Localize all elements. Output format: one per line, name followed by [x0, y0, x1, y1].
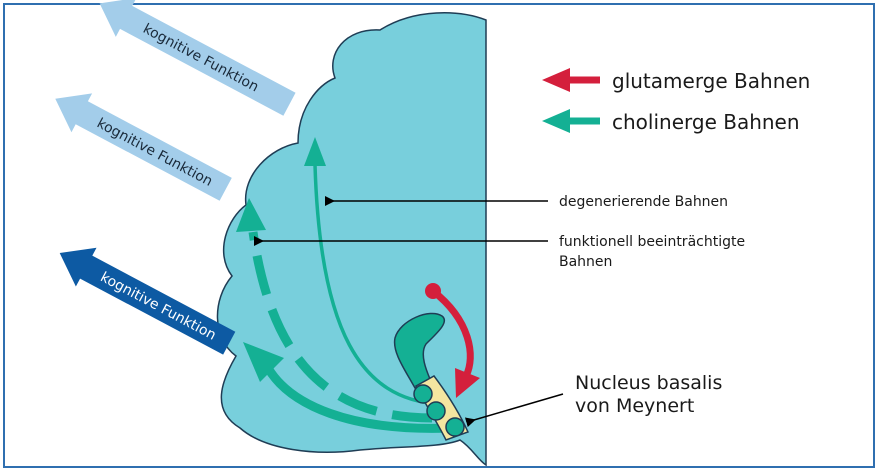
callout-nucleus-label-line1: Nucleus basalis [575, 372, 722, 394]
callout-impaired-label-line2: Bahnen [559, 254, 612, 270]
callout-impaired-label-line1: funktionell beeinträchtigte [559, 234, 745, 250]
neuron-cell-2 [427, 402, 445, 420]
neuron-cell-3 [446, 418, 464, 436]
legend-glutamatergic-label: glutamerge Bahnen [612, 69, 810, 93]
neuron-cell-1 [414, 385, 432, 403]
callout-nucleus-label-line2: von Meynert [575, 395, 694, 417]
legend-cholinergic-label: cholinerge Bahnen [612, 110, 800, 134]
callout-degenerating-label: degenerierende Bahnen [559, 194, 728, 210]
